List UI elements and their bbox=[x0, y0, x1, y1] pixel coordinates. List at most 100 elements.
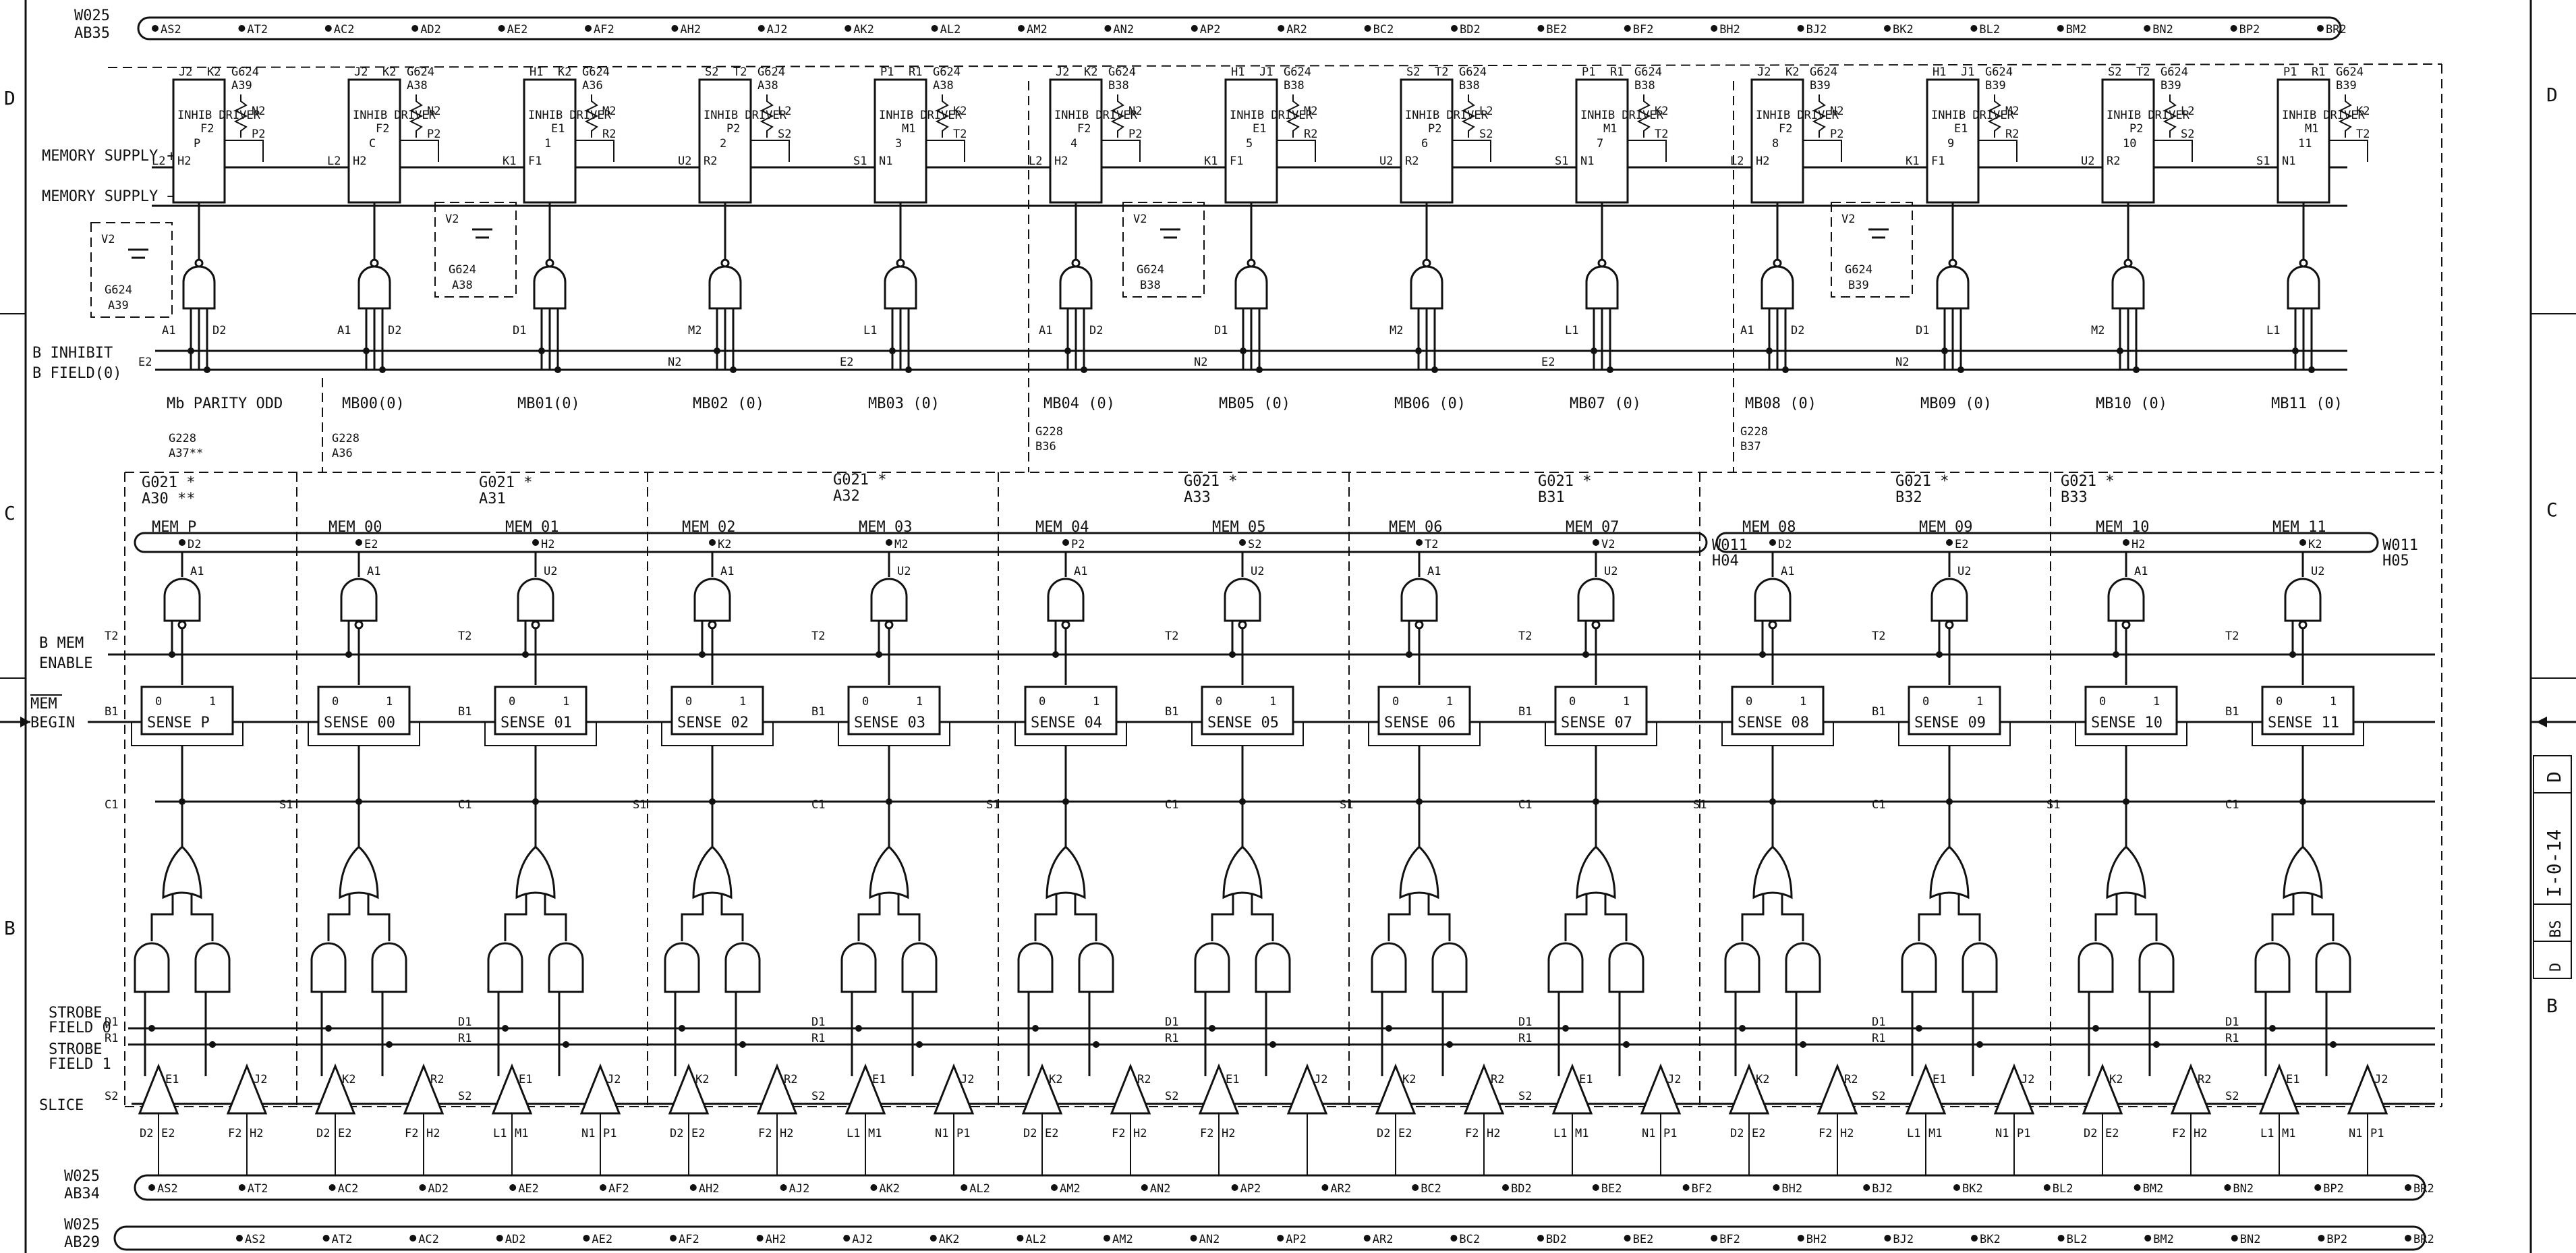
driver-pin: H1 bbox=[529, 65, 543, 79]
gate-input-pin: A1 bbox=[1074, 565, 1087, 578]
amp-pin: D2 bbox=[1730, 1127, 1744, 1140]
bottom-bus-2-pin: BD2 bbox=[1546, 1233, 1567, 1246]
strobe-and-gate bbox=[1078, 942, 1114, 993]
driver-location: B39 bbox=[1985, 79, 2006, 92]
bottom-bus-2-pin: BL2 bbox=[2067, 1233, 2088, 1246]
wire bbox=[1898, 721, 2011, 746]
inhibit-lines: B INHIBIT B FIELD(0) bbox=[32, 345, 2347, 382]
junction-dot bbox=[1032, 1025, 1039, 1032]
enable-label: ENABLE bbox=[39, 655, 92, 672]
bottom-bus-2-name: W025 bbox=[64, 1217, 100, 1233]
mem-pin: E2 bbox=[364, 538, 378, 551]
amp-pin: L1 bbox=[1553, 1127, 1567, 1140]
top-bus-pin-dot bbox=[2317, 25, 2324, 32]
bottom-bus-2-pin-dot bbox=[1450, 1235, 1458, 1242]
mb-signal-label: MB05 (0) bbox=[1219, 395, 1290, 412]
bottom-bus-2-pin: AN2 bbox=[1199, 1233, 1220, 1246]
enable-nand-gate bbox=[870, 578, 908, 622]
r1-pin: R1 bbox=[105, 1032, 118, 1045]
slice-pin: J2 bbox=[254, 1073, 267, 1086]
gate-input-pin: U2 bbox=[2311, 565, 2324, 578]
driver-r-pin: N1 bbox=[2282, 155, 2295, 168]
mem-bus-1-name: W011 bbox=[1712, 537, 1748, 554]
driver-out-pin: P2 bbox=[1830, 128, 1843, 141]
mem-pin: D2 bbox=[188, 538, 201, 551]
amp-pin: P1 bbox=[603, 1127, 617, 1140]
slice-pin: E1 bbox=[2286, 1073, 2299, 1086]
gate-bubble bbox=[2121, 620, 2131, 630]
gate-bubble bbox=[896, 258, 905, 268]
junction-dot bbox=[699, 651, 706, 658]
mb-signal-label: Mb PARITY ODD bbox=[167, 395, 283, 412]
slice-pin: R2 bbox=[784, 1073, 797, 1086]
amp-pin: F2 bbox=[405, 1127, 418, 1140]
amp-pin: F2 bbox=[1112, 1127, 1125, 1140]
r1-pin: R1 bbox=[1165, 1032, 1178, 1045]
driver-location: B39 bbox=[1810, 79, 1831, 92]
d1-pin: D1 bbox=[1518, 1015, 1532, 1029]
enable-nand-gate bbox=[693, 578, 731, 622]
top-bus-pin-dot bbox=[1104, 25, 1112, 32]
g021-location: B33 bbox=[2061, 489, 2088, 506]
or-gate bbox=[1576, 845, 1616, 899]
driver-side-pin: S1 bbox=[1555, 155, 1568, 168]
driver-location: B38 bbox=[1459, 79, 1480, 92]
strobe-and-gate bbox=[1194, 942, 1230, 993]
enable-nand-gate bbox=[2284, 578, 2322, 622]
driver-pin: R1 bbox=[2312, 65, 2325, 79]
top-bus-pin-dot bbox=[1451, 25, 1458, 32]
driver-side-pin: S1 bbox=[853, 155, 867, 168]
mem-pin: T2 bbox=[1425, 538, 1438, 551]
cap-location: B39 bbox=[1848, 279, 1869, 292]
gate-input-pin: D2 bbox=[1791, 324, 1804, 337]
driver-box bbox=[172, 78, 226, 204]
bottom-bus-2-pin-dot bbox=[322, 1235, 330, 1242]
driver-module: G624 bbox=[407, 65, 434, 79]
driver-pin: J2 bbox=[179, 65, 192, 79]
wire bbox=[2271, 894, 2295, 941]
sense-box bbox=[670, 686, 764, 735]
or-gate bbox=[1929, 845, 1970, 899]
driver-number: C bbox=[369, 137, 376, 150]
driver-side-pin: L2 bbox=[1730, 155, 1744, 168]
gate-input-pin: A1 bbox=[1781, 565, 1794, 578]
zone-left-c: C bbox=[4, 502, 16, 524]
amp-pin: E2 bbox=[1752, 1127, 1765, 1140]
top-bus-pin-dot bbox=[757, 25, 765, 32]
mem-pin-dot bbox=[1416, 539, 1423, 546]
mem-pin-dot bbox=[1593, 539, 1599, 546]
top-bus-pin-dot bbox=[585, 25, 592, 32]
driver-pin: H1 bbox=[1231, 65, 1244, 79]
junction-dot bbox=[538, 347, 545, 354]
sense-one: 1 bbox=[2153, 695, 2160, 708]
d1-pin: D1 bbox=[458, 1015, 471, 1029]
gate-bubble bbox=[1768, 620, 1777, 630]
inhibit-nand-gate bbox=[533, 265, 567, 310]
gate-input-pin: D2 bbox=[1089, 324, 1103, 337]
inhibit-nand-gate bbox=[1059, 265, 1093, 310]
driver-number: 8 bbox=[1772, 137, 1779, 150]
mem-signal-label: MEM 06 bbox=[1389, 519, 1442, 536]
driver-r-pin: F1 bbox=[528, 155, 542, 168]
v2-label: V2 bbox=[1133, 213, 1147, 226]
junction-dot bbox=[1623, 1041, 1630, 1048]
bottom-bus-2-pin-dot bbox=[1017, 1235, 1024, 1242]
mem-signal-label: MEM 10 bbox=[2096, 519, 2149, 536]
mb-signal-label: MB04 (0) bbox=[1043, 395, 1115, 412]
